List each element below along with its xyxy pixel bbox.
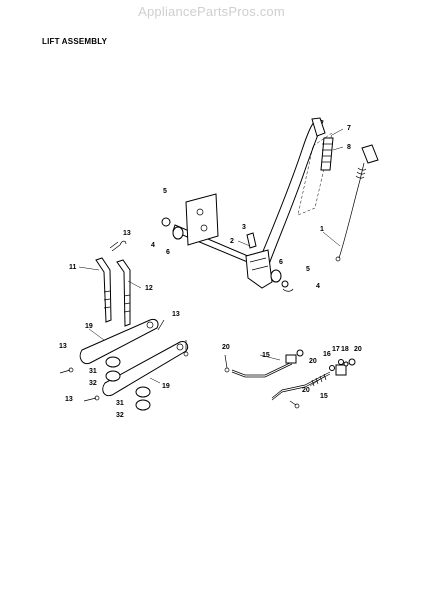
- mounting-bracket: [185, 193, 219, 246]
- callout-15b: 15: [320, 393, 328, 400]
- callout-19a: 19: [85, 323, 93, 330]
- rod-upper: [231, 354, 297, 378]
- callout-20c: 20: [354, 346, 362, 353]
- callout-20a: 20: [222, 344, 230, 351]
- callout-19b: 19: [162, 383, 170, 390]
- callout-8: 8: [347, 144, 351, 151]
- callout-4a: 4: [151, 242, 155, 249]
- knob: [361, 144, 379, 164]
- callout-32a: 32: [89, 380, 97, 387]
- diagram-title: LIFT ASSEMBLY: [42, 37, 108, 46]
- callout-17: 17: [332, 346, 340, 353]
- callout-20d: 20: [302, 387, 310, 394]
- watermark-text: AppliancePartsPros.com: [138, 4, 285, 19]
- callout-31b: 31: [116, 400, 124, 407]
- lift-link-right: [116, 259, 131, 327]
- callout-11: 11: [69, 264, 77, 271]
- callout-20b: 20: [309, 358, 317, 365]
- washer-upper: [161, 217, 184, 240]
- rod-lower: [271, 364, 347, 401]
- small-hardware: [329, 359, 349, 371]
- callout-2: 2: [230, 238, 234, 245]
- cotter-pins-lower: [59, 319, 189, 402]
- callout-labels: 1 2 3 4 4 5 5 6 6 7 8 11 12 13 13 13 13 …: [59, 125, 362, 419]
- callout-3: 3: [242, 224, 246, 231]
- cotter-pin-upper: [109, 240, 127, 252]
- callout-13c: 13: [59, 343, 67, 350]
- lift-link-left: [95, 257, 112, 323]
- callout-12: 12: [145, 285, 153, 292]
- callout-15a: 15: [262, 352, 270, 359]
- bushing-upper: [105, 356, 121, 382]
- callout-1: 1: [320, 226, 324, 233]
- handle-spring: [320, 137, 334, 171]
- callout-4b: 4: [316, 283, 320, 290]
- callout-31a: 31: [89, 368, 97, 375]
- callout-7: 7: [347, 125, 351, 132]
- washer-lower: [270, 269, 294, 292]
- callout-5a: 5: [163, 188, 167, 195]
- callout-13d: 13: [65, 396, 73, 403]
- lift-arm-upper: [79, 319, 159, 365]
- leader-lines: [78, 128, 344, 387]
- callout-6b: 6: [279, 259, 283, 266]
- callout-5b: 5: [306, 266, 310, 273]
- callout-13b: 13: [172, 311, 180, 318]
- callout-13a: 13: [123, 230, 131, 237]
- guide-outline: [297, 132, 333, 216]
- clevis-pins: [224, 349, 356, 409]
- callout-16: 16: [323, 351, 331, 358]
- callout-6a: 6: [166, 249, 170, 256]
- bushing-lower: [135, 386, 151, 411]
- lift-rod: [335, 162, 367, 262]
- pin: [246, 232, 257, 249]
- callout-18: 18: [341, 346, 349, 353]
- callout-32b: 32: [116, 412, 124, 419]
